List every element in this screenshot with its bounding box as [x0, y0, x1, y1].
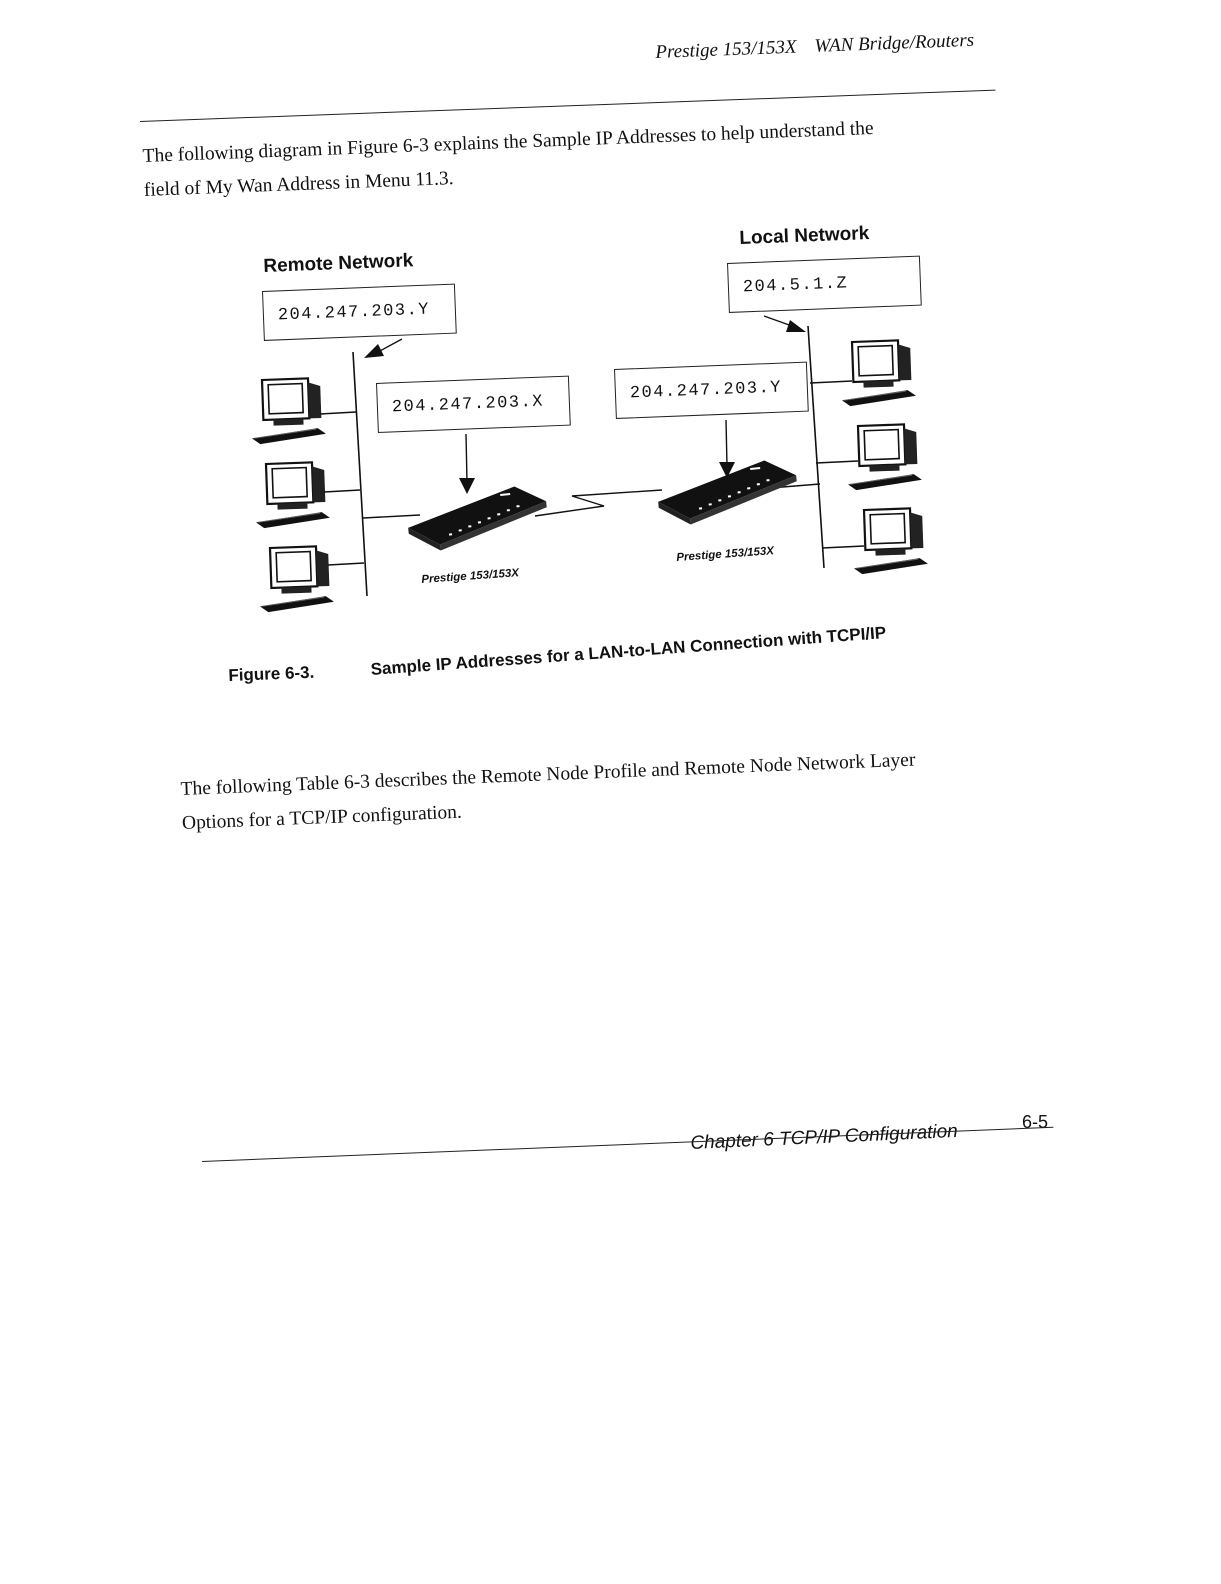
remote-ip-box: 204.247.203.Y [262, 283, 457, 341]
local-lan-bus [807, 325, 825, 569]
remote-pc-2 [252, 460, 332, 530]
arrow-remote-bus [364, 344, 384, 358]
remote-router-ip-box: 204.247.203.X [376, 375, 571, 433]
figure-number: Figure 6-3. [228, 662, 315, 685]
arrow-remote-router [459, 478, 475, 494]
arrow-local-router [719, 462, 735, 478]
local-pc-2 [844, 422, 924, 492]
remote-pc-3 [256, 544, 336, 614]
page-number: 6-5 [1022, 1112, 1049, 1132]
wan-link [534, 489, 663, 517]
remote-pc-1 [248, 376, 328, 446]
local-pc-3 [850, 506, 930, 576]
remote-router [405, 483, 551, 554]
local-pc-1 [838, 338, 918, 408]
local-ip-box: 204.5.1.Z [727, 255, 922, 313]
local-router-ip-box: 204.247.203.Y [614, 361, 809, 419]
remote-lan-bus [352, 351, 368, 597]
arrow-local-bus [786, 320, 806, 332]
